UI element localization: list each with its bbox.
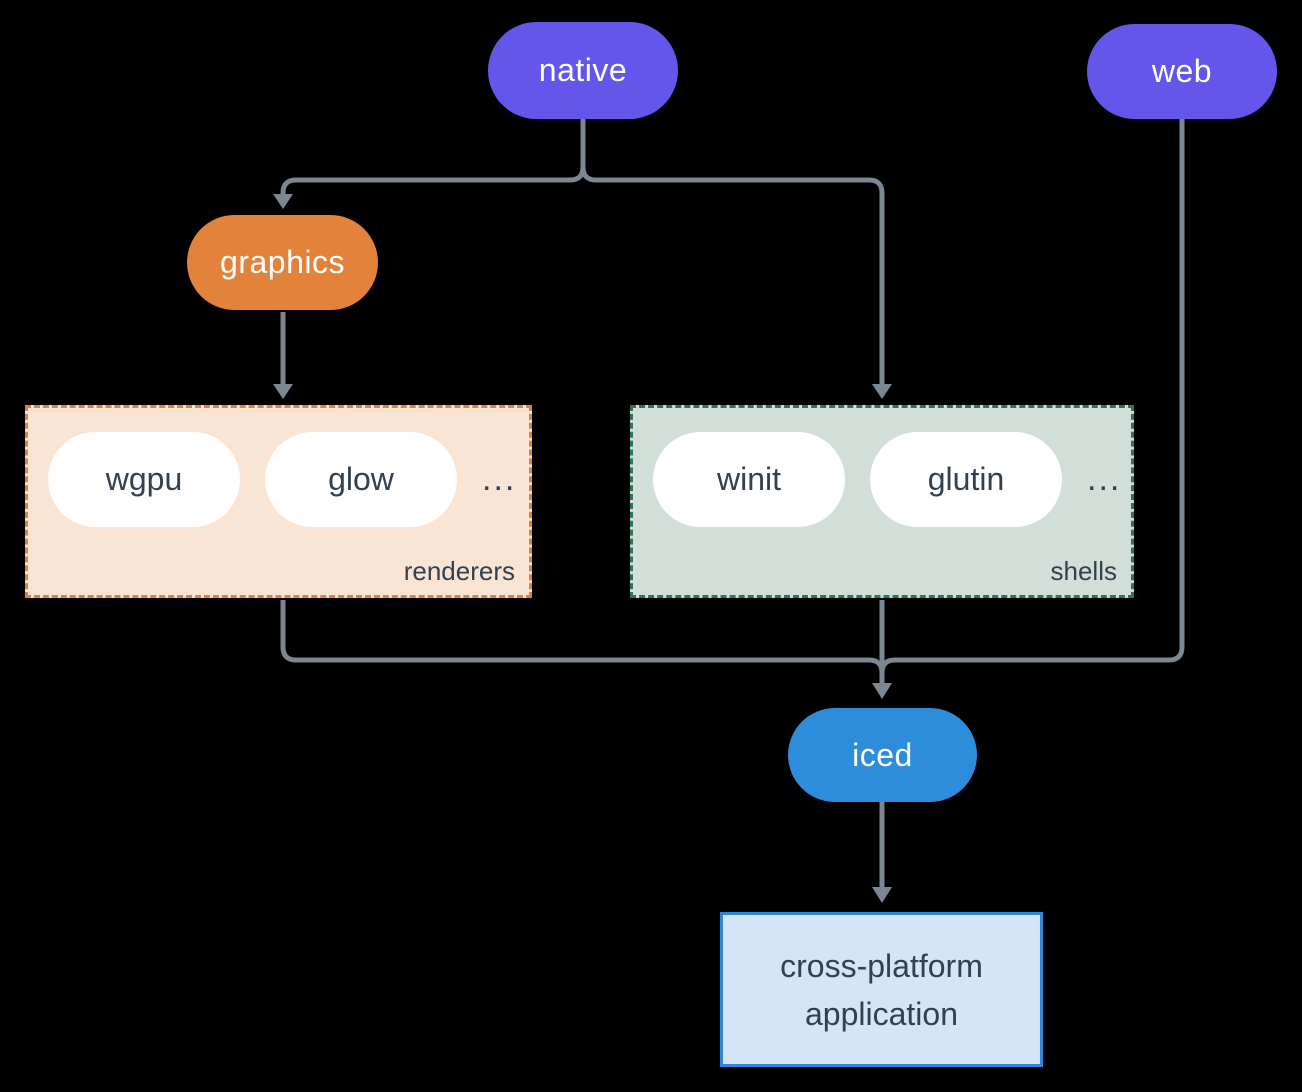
- arrowhead-renderers-icon: [273, 384, 293, 399]
- node-native-label: native: [538, 52, 628, 88]
- renderers-ellipsis: ...: [482, 460, 517, 498]
- node-cross-platform-application: cross-platform application: [720, 912, 1043, 1067]
- node-app-label: cross-platform application: [780, 947, 983, 1032]
- node-iced: iced: [788, 708, 977, 802]
- node-glow-label: glow: [328, 461, 394, 497]
- node-graphics-label: graphics: [220, 244, 345, 280]
- arrowhead-graphics-icon: [273, 194, 293, 209]
- renderers-items-row: wgpu glow ...: [28, 408, 529, 527]
- edge-renderers-iced: [280, 600, 885, 674]
- node-glutin-label: glutin: [927, 461, 1005, 497]
- group-shells: winit glutin ... shells: [630, 405, 1134, 598]
- node-iced-label: iced: [852, 736, 913, 773]
- edge-native-graphics: [280, 119, 586, 196]
- shells-group-label: shells: [1050, 556, 1117, 586]
- arrowhead-app-icon: [872, 887, 892, 903]
- node-web-label: web: [1151, 53, 1213, 89]
- node-native: native: [488, 22, 678, 119]
- node-web: web: [1087, 24, 1277, 119]
- renderers-group-label: renderers: [403, 556, 515, 586]
- node-glow: glow: [265, 432, 457, 527]
- node-glutin: glutin: [870, 432, 1062, 527]
- edge-native-shells: [580, 119, 885, 386]
- node-wgpu-label: wgpu: [105, 461, 183, 497]
- node-winit-label: winit: [716, 461, 781, 497]
- node-winit: winit: [653, 432, 845, 527]
- shells-items-row: winit glutin ...: [633, 408, 1131, 527]
- shells-ellipsis: ...: [1087, 460, 1122, 498]
- group-renderers: wgpu glow ... renderers: [25, 405, 532, 598]
- node-graphics: graphics: [187, 215, 378, 310]
- arrowhead-shells-icon: [872, 384, 892, 399]
- node-wgpu: wgpu: [48, 432, 240, 527]
- arrowhead-iced-icon: [872, 683, 892, 699]
